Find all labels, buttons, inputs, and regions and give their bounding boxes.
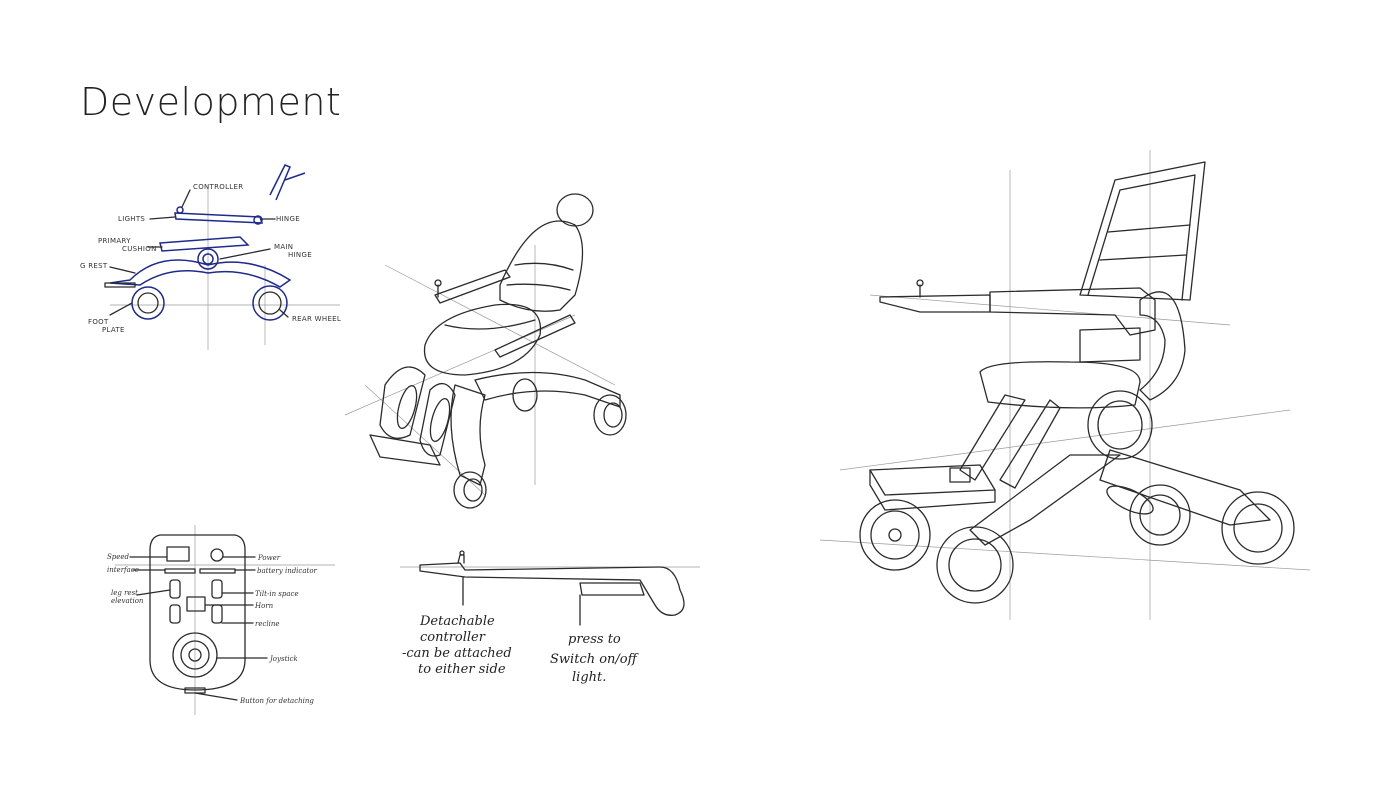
label-recline: recline (255, 620, 280, 628)
note-detach-2: controller (420, 630, 486, 645)
side-view-sketch: CONTROLLER LIGHTS HINGE PRIMARY CUSHION … (80, 164, 341, 350)
label-joystick: Joystick (268, 655, 298, 663)
label-detach-button: Button for detaching (239, 697, 314, 705)
label-g-rest: G REST (80, 262, 108, 270)
label-controller: CONTROLLER (193, 183, 243, 191)
label-foot-plate-2: PLATE (102, 326, 125, 334)
label-primary-cushion-2: CUSHION (122, 245, 157, 253)
label-lights: LIGHTS (118, 215, 145, 223)
pencil-render-sketch (819, 150, 1311, 620)
note-detach-1: Detachable (419, 614, 495, 629)
label-main-hinge-2: HINGE (288, 251, 312, 259)
label-foot-plate-1: FOOT (88, 318, 109, 326)
armrest-controller-sketch: Detachable controller -can be attached t… (400, 550, 700, 685)
label-horn: Horn (254, 602, 274, 610)
label-hinge: HINGE (276, 215, 300, 223)
note-detach-3: -can be attached (402, 646, 512, 661)
label-speed: Speed (107, 553, 130, 561)
note-press-3: light. (572, 670, 606, 685)
note-press-1: press to (568, 632, 621, 647)
note-press-2: Switch on/off (550, 652, 640, 667)
page-title: Development (80, 80, 342, 124)
label-power: Power (257, 554, 281, 562)
note-detach-4: to either side (418, 662, 506, 677)
controller-layout-sketch: Speed interface leg rest elevation Power… (107, 525, 335, 715)
label-main-hinge-1: MAIN (274, 243, 293, 251)
perspective-sketch-reclined (344, 193, 627, 509)
label-leg-rest-1: leg rest (111, 589, 138, 597)
label-battery: battery indicator (257, 567, 318, 575)
label-primary-cushion-1: PRIMARY (98, 237, 131, 245)
label-tilt: Tilt-in space (255, 590, 299, 598)
label-rear-wheel: REAR WHEEL (292, 315, 341, 323)
label-leg-rest-2: elevation (111, 597, 144, 605)
label-interface: interface (107, 566, 139, 574)
